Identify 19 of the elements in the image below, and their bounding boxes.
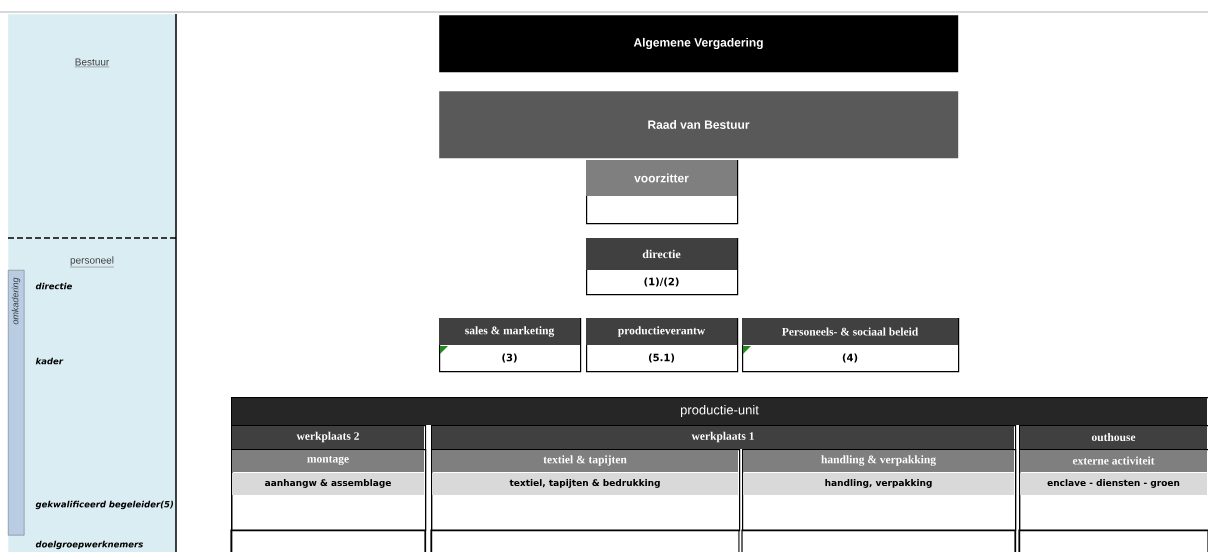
org-box: directie (1)/(2) <box>586 238 739 296</box>
row-label: doelgroepwerknemers <box>35 540 143 550</box>
table-column: textiel & tapijten textiel, tapijten & bedrukking <box>431 449 741 532</box>
section-panel: Bestuur <box>8 14 177 239</box>
title-box: Algemene Vergadering <box>439 15 959 73</box>
node-label: personeel <box>70 256 114 266</box>
table-column: externe activiteit enclave - diensten - groen <box>1019 449 1208 532</box>
row-label: gekwalificeerd begeleider(5) <box>35 500 174 510</box>
org-box: sales & marketing (3) <box>439 318 582 373</box>
row-label: kader <box>35 357 64 365</box>
org-box: productieverantw (5.1) <box>586 318 739 373</box>
row-label: directie <box>35 282 72 290</box>
node-label: Bestuur <box>75 58 110 66</box>
title-box: Raad van Bestuur <box>439 91 959 159</box>
table-column: handling & verpakking handling, verpakking <box>742 449 1017 532</box>
table-column: montage aanhangw & assemblage <box>231 449 427 532</box>
org-box: voorzitter <box>586 160 739 225</box>
org-box: Personeels- & sociaal beleid (4) <box>742 318 960 373</box>
vertical-band: omkadering <box>8 270 25 536</box>
